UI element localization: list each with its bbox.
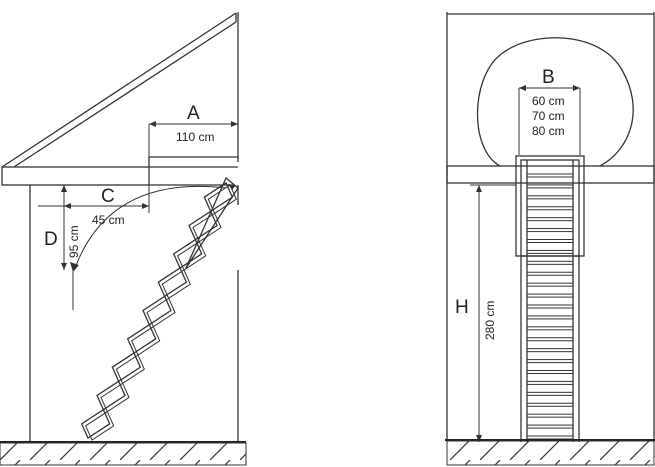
ladder-rung bbox=[526, 402, 574, 407]
value-a: 110 cm bbox=[176, 130, 214, 144]
swing-arc bbox=[74, 185, 227, 269]
scissor-segment-inner bbox=[131, 325, 161, 356]
scissor-segment-inner bbox=[100, 382, 130, 413]
ladder-rung bbox=[526, 391, 574, 396]
scissor-segment-inner bbox=[161, 269, 191, 300]
ladder-rung bbox=[526, 217, 574, 222]
dimension-a: A 110 cm bbox=[148, 103, 238, 157]
dimension-h: H 280 cm bbox=[455, 184, 516, 442]
ladder-rung bbox=[526, 184, 574, 189]
ladder-rung bbox=[526, 304, 574, 309]
ladder-rung bbox=[526, 326, 574, 331]
ladder-rung bbox=[526, 337, 574, 342]
value-b-2: 70 cm bbox=[532, 109, 565, 123]
scissor-segment bbox=[188, 210, 218, 241]
value-d: 95 cm bbox=[67, 225, 81, 258]
ladder-rung bbox=[526, 370, 574, 374]
scissor-segment bbox=[142, 295, 172, 326]
ladder-rung bbox=[526, 380, 574, 385]
ladder-rung bbox=[526, 228, 574, 233]
ladder-rung bbox=[526, 195, 574, 200]
label-b: B bbox=[542, 67, 555, 88]
ladder-rung bbox=[526, 424, 574, 429]
right-ceiling bbox=[446, 165, 655, 184]
ladder-hatch-box bbox=[185, 176, 239, 269]
scissor-segment bbox=[80, 408, 111, 439]
ladder-rung bbox=[526, 249, 574, 254]
front-ladder bbox=[515, 155, 585, 442]
ladder-rung bbox=[526, 293, 574, 298]
ladder-rung bbox=[526, 282, 574, 287]
ladder-rung bbox=[526, 315, 574, 320]
label-a: A bbox=[187, 103, 200, 124]
dimension-d: D 95 cm bbox=[44, 185, 81, 310]
left-floor bbox=[0, 441, 247, 466]
scissor-segment bbox=[126, 323, 157, 354]
scissor-segment bbox=[111, 352, 142, 383]
ceiling-slab bbox=[1, 156, 238, 186]
right-floor bbox=[445, 439, 655, 466]
ladder-rung bbox=[526, 206, 574, 211]
ladder-rung bbox=[526, 271, 574, 276]
left-side-view: A 110 cm C 45 cm D 95 cm bbox=[0, 12, 247, 466]
attic-opening-outline bbox=[476, 37, 634, 167]
value-c: 45 cm bbox=[92, 213, 125, 227]
label-c: C bbox=[101, 186, 115, 207]
scissor-segment-inner bbox=[115, 354, 145, 385]
ladder-rung bbox=[526, 348, 574, 353]
right-front-view: B 60 cm 70 cm 80 cm H 280 cm bbox=[445, 12, 655, 466]
roof bbox=[1, 12, 237, 168]
scissor-segment-inner bbox=[85, 410, 115, 441]
scissor-segment bbox=[96, 380, 126, 411]
ladder-rung bbox=[526, 239, 574, 243]
dimension-b: B 60 cm 70 cm 80 cm bbox=[518, 67, 581, 155]
label-d: D bbox=[44, 229, 58, 250]
ladder-rung bbox=[526, 413, 574, 418]
value-b-3: 80 cm bbox=[532, 124, 565, 138]
value-b-1: 60 cm bbox=[532, 94, 565, 108]
ladder-rung bbox=[526, 173, 574, 178]
dimension-c: C 45 cm bbox=[38, 185, 150, 227]
value-h: 280 cm bbox=[483, 301, 497, 340]
scissor-segment bbox=[157, 267, 188, 298]
ladder-rung bbox=[526, 260, 574, 265]
ladder-rung bbox=[526, 435, 574, 440]
scissor-segment bbox=[203, 182, 234, 213]
label-h: H bbox=[455, 297, 469, 318]
ladder-rung bbox=[526, 359, 574, 364]
scissor-segment-inner bbox=[192, 212, 222, 243]
scissor-segment-inner bbox=[146, 297, 176, 328]
